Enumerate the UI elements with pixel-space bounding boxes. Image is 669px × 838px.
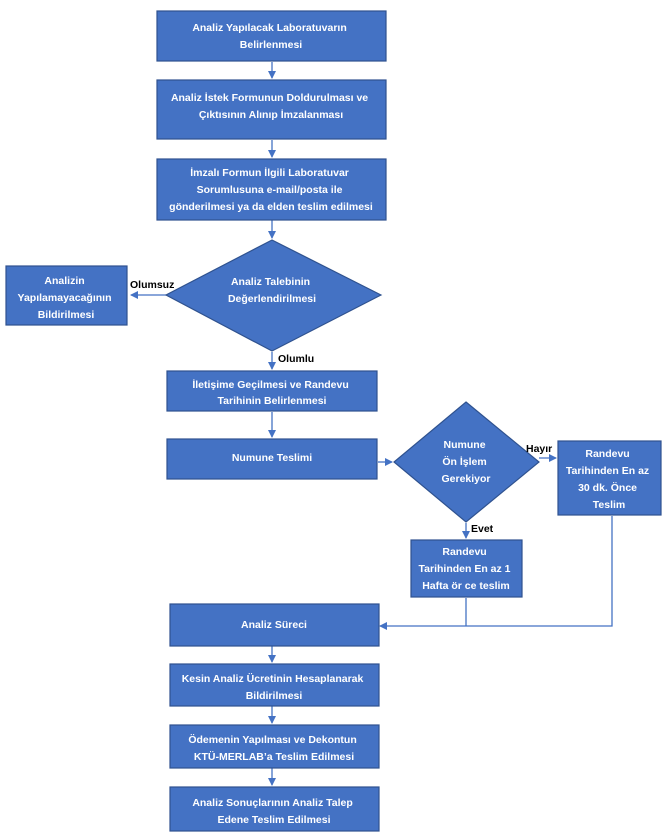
text-line: Analiz Süreci bbox=[241, 619, 307, 631]
node-sample-delivery-text: Numune Teslimi bbox=[232, 452, 312, 464]
node-results-delivery bbox=[169, 786, 380, 832]
text-line: 30 dk. Önce bbox=[578, 481, 637, 494]
text-line: Kesin Analiz Ücretinin Hesaplanarak bbox=[182, 672, 364, 685]
text-line: Analiz İstek Formunun Doldurulması ve bbox=[171, 91, 368, 104]
node-contact-appointment-text: İletişime Geçilmesi ve Randevu Tarihinin… bbox=[192, 378, 351, 407]
text-line: Bildirilmesi bbox=[246, 690, 303, 702]
text-line: Sorumlusuna e-mail/posta ile bbox=[197, 184, 343, 196]
node-analysis-process bbox=[169, 603, 380, 647]
node-results-delivery-text: Analiz Sonuçlarının Analiz Talep Edene T… bbox=[192, 797, 355, 826]
text-line: Ön İşlem bbox=[442, 455, 486, 468]
decision-request-evaluation bbox=[164, 239, 383, 352]
node-delivery-1week bbox=[410, 539, 523, 598]
text-line: Değerlendirilmesi bbox=[228, 293, 316, 305]
label-olumlu: Olumlu bbox=[278, 353, 314, 365]
node-not-possible-notice bbox=[5, 265, 128, 326]
text-line: Hafta ör ce teslim bbox=[422, 580, 510, 592]
node-delivery-1week-text: Randevu Tarihinden En az 1 Hafta ör ce t… bbox=[419, 546, 514, 592]
node-sample-delivery bbox=[166, 438, 378, 480]
text-line: Tarihinden En az bbox=[566, 465, 649, 477]
node-payment-receipt bbox=[169, 724, 380, 769]
text-line: Yapılamayacağının bbox=[18, 292, 112, 304]
decision-preprocessing-needed-text: Numune Ön İşlem Gerekiyor bbox=[441, 439, 490, 485]
node-delivery-30min-text: Randevu Tarihinden En az 30 dk. Önce Tes… bbox=[566, 448, 652, 511]
shapes bbox=[5, 10, 662, 832]
node-payment-receipt-text: Ödemenin Yapılması ve Dekontun KTÜ-MERLA… bbox=[188, 733, 359, 763]
label-hayir: Hayır bbox=[526, 443, 552, 455]
text-line: Gerekiyor bbox=[441, 473, 490, 485]
node-analysis-process-text: Analiz Süreci bbox=[241, 619, 307, 631]
text-line: İmzalı Formun İlgili Laboratuvar bbox=[190, 166, 349, 179]
node-delivery-30min bbox=[557, 440, 662, 516]
node-request-form-text: Analiz İstek Formunun Doldurulması ve Çı… bbox=[171, 91, 371, 121]
text-line: Ödemenin Yapılması ve Dekontun bbox=[188, 733, 356, 746]
text-line: Numune Teslimi bbox=[232, 452, 312, 464]
node-laboratory-selection-text: Analiz Yapılacak Laboratuvarın Belirlenm… bbox=[192, 22, 349, 51]
text-line: Tarihinden En az 1 bbox=[419, 563, 511, 575]
decision-request-evaluation-text: Analiz Talebinin Değerlendirilmesi bbox=[228, 276, 316, 305]
decision-preprocessing-needed bbox=[393, 401, 540, 523]
connectors bbox=[130, 62, 613, 786]
text-line: KTÜ-MERLAB’a Teslim Edilmesi bbox=[194, 750, 354, 763]
node-send-form bbox=[156, 158, 387, 221]
node-laboratory-selection bbox=[156, 10, 387, 62]
node-fee-calculation-text: Kesin Analiz Ücretinin Hesaplanarak Bild… bbox=[182, 672, 367, 702]
text-line: gönderilmesi ya da elden teslim edilmesi bbox=[169, 201, 373, 213]
text-line: Analiz Sonuçlarının Analiz Talep bbox=[192, 797, 352, 809]
edge-labels: Olumsuz Olumlu Hayır Evet bbox=[130, 279, 552, 535]
text-line: Tarihinin Belirlenmesi bbox=[218, 395, 327, 407]
node-contact-appointment bbox=[166, 370, 378, 412]
text-line: Analiz Talebinin bbox=[231, 276, 310, 288]
node-fee-calculation bbox=[169, 663, 380, 707]
text-line: İletişime Geçilmesi ve Randevu bbox=[192, 378, 348, 391]
text-line: Teslim bbox=[593, 499, 625, 511]
label-olumsuz: Olumsuz bbox=[130, 279, 174, 291]
text-line: Numune bbox=[444, 439, 486, 451]
text-line: Belirlenmesi bbox=[240, 39, 303, 51]
text-line: Randevu bbox=[442, 546, 486, 558]
node-request-form bbox=[156, 79, 387, 140]
label-evet: Evet bbox=[471, 523, 494, 535]
text-line: Randevu bbox=[585, 448, 629, 460]
text-line: Analiz Yapılacak Laboratuvarın bbox=[192, 22, 346, 34]
node-send-form-text: İmzalı Formun İlgili Laboratuvar Sorumlu… bbox=[169, 166, 373, 213]
node-texts: Analiz Yapılacak Laboratuvarın Belirlenm… bbox=[18, 22, 652, 826]
text-line: Çıktısının Alınıp İmzalanması bbox=[199, 108, 343, 121]
node-not-possible-notice-text: Analizin Yapılamayacağının Bildirilmesi bbox=[18, 275, 115, 321]
text-line: Bildirilmesi bbox=[38, 309, 95, 321]
text-line: Analizin bbox=[44, 275, 84, 287]
text-line: Edene Teslim Edilmesi bbox=[217, 814, 330, 826]
edge-r1-n6 bbox=[379, 516, 613, 630]
